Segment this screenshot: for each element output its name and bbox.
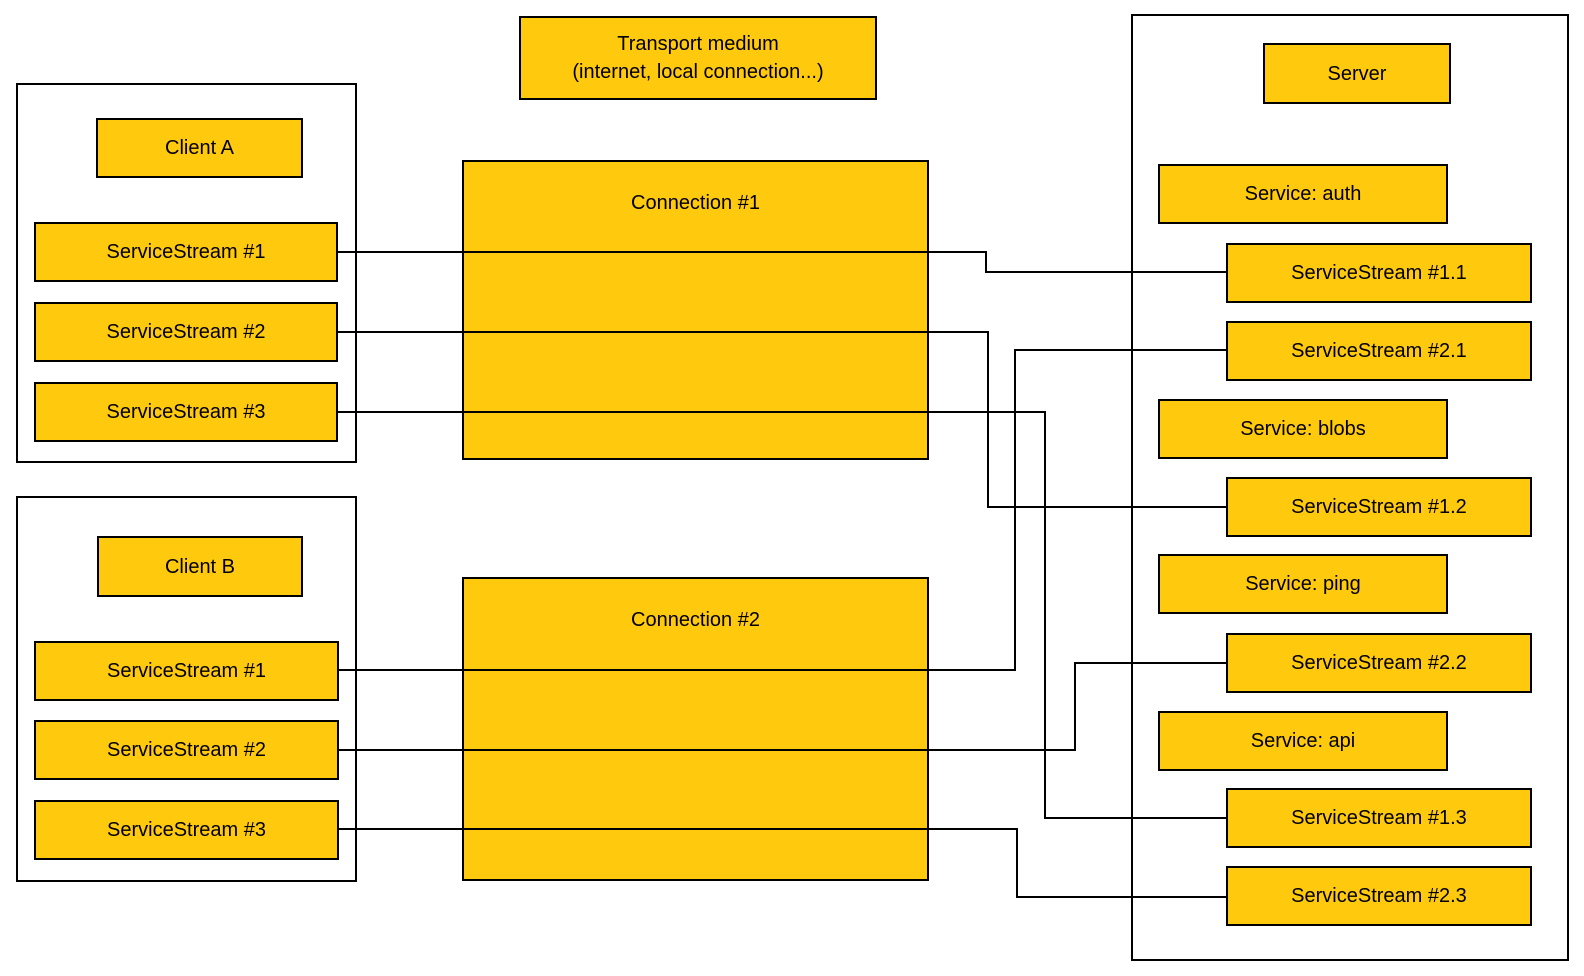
server-service-api: Service: api bbox=[1158, 711, 1448, 771]
client-b-title-box: Client B bbox=[97, 536, 303, 597]
client-a-servicestream-3: ServiceStream #3 bbox=[34, 382, 338, 442]
client-b-servicestream-1: ServiceStream #1 bbox=[34, 641, 339, 701]
server-servicestream-1-3: ServiceStream #1.3 bbox=[1226, 788, 1532, 848]
transport-medium-box: Transport medium (internet, local connec… bbox=[519, 16, 877, 100]
client-a-title-box: Client A bbox=[96, 118, 303, 178]
server-servicestream-2-2: ServiceStream #2.2 bbox=[1226, 633, 1532, 693]
client-b-servicestream-3: ServiceStream #3 bbox=[34, 800, 339, 860]
connection-2-box: Connection #2 bbox=[462, 577, 929, 881]
transport-medium-line1: Transport medium bbox=[617, 33, 779, 55]
server-service-auth: Service: auth bbox=[1158, 164, 1448, 224]
server-title-box: Server bbox=[1263, 43, 1451, 104]
server-servicestream-1-1: ServiceStream #1.1 bbox=[1226, 243, 1532, 303]
connection-1-box: Connection #1 bbox=[462, 160, 929, 460]
server-servicestream-1-2: ServiceStream #1.2 bbox=[1226, 477, 1532, 537]
server-servicestream-2-1: ServiceStream #2.1 bbox=[1226, 321, 1532, 381]
transport-medium-line2: (internet, local connection...) bbox=[572, 61, 824, 83]
client-a-servicestream-2: ServiceStream #2 bbox=[34, 302, 338, 362]
server-service-blobs: Service: blobs bbox=[1158, 399, 1448, 459]
server-servicestream-2-3: ServiceStream #2.3 bbox=[1226, 866, 1532, 926]
server-service-ping: Service: ping bbox=[1158, 554, 1448, 614]
client-a-servicestream-1: ServiceStream #1 bbox=[34, 222, 338, 282]
client-b-servicestream-2: ServiceStream #2 bbox=[34, 720, 339, 780]
